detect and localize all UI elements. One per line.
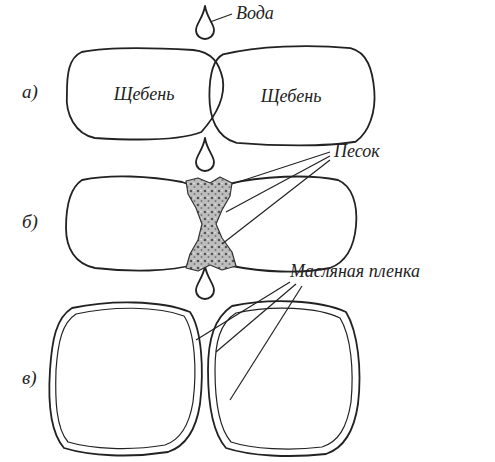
oil-film [56, 308, 195, 448]
water-drop [196, 6, 214, 39]
sand-fill [186, 177, 236, 271]
row-letter: б) [22, 212, 38, 233]
stone-label: Щебень [206, 86, 376, 107]
stone-label: Щебень [62, 84, 226, 105]
gravel-stone: Щебень [206, 44, 376, 148]
leader-line [196, 282, 290, 340]
callout-label: Вода [236, 4, 274, 24]
row-letter: в) [22, 368, 37, 389]
callout-label: Песок [334, 142, 380, 162]
leader-line [230, 286, 302, 400]
leader-line [216, 284, 296, 352]
leader-line [210, 14, 232, 22]
oil-film [215, 308, 352, 449]
gravel-stone [49, 302, 202, 455]
leader-line [226, 156, 330, 212]
water-drop [196, 138, 214, 171]
callout-label: Масляная пленка [290, 262, 420, 282]
row-letter: а) [22, 82, 38, 103]
leader-line [232, 152, 330, 184]
gravel-stone [208, 301, 360, 456]
gravel-stone: Щебень [62, 44, 226, 144]
leader-line [222, 160, 330, 244]
